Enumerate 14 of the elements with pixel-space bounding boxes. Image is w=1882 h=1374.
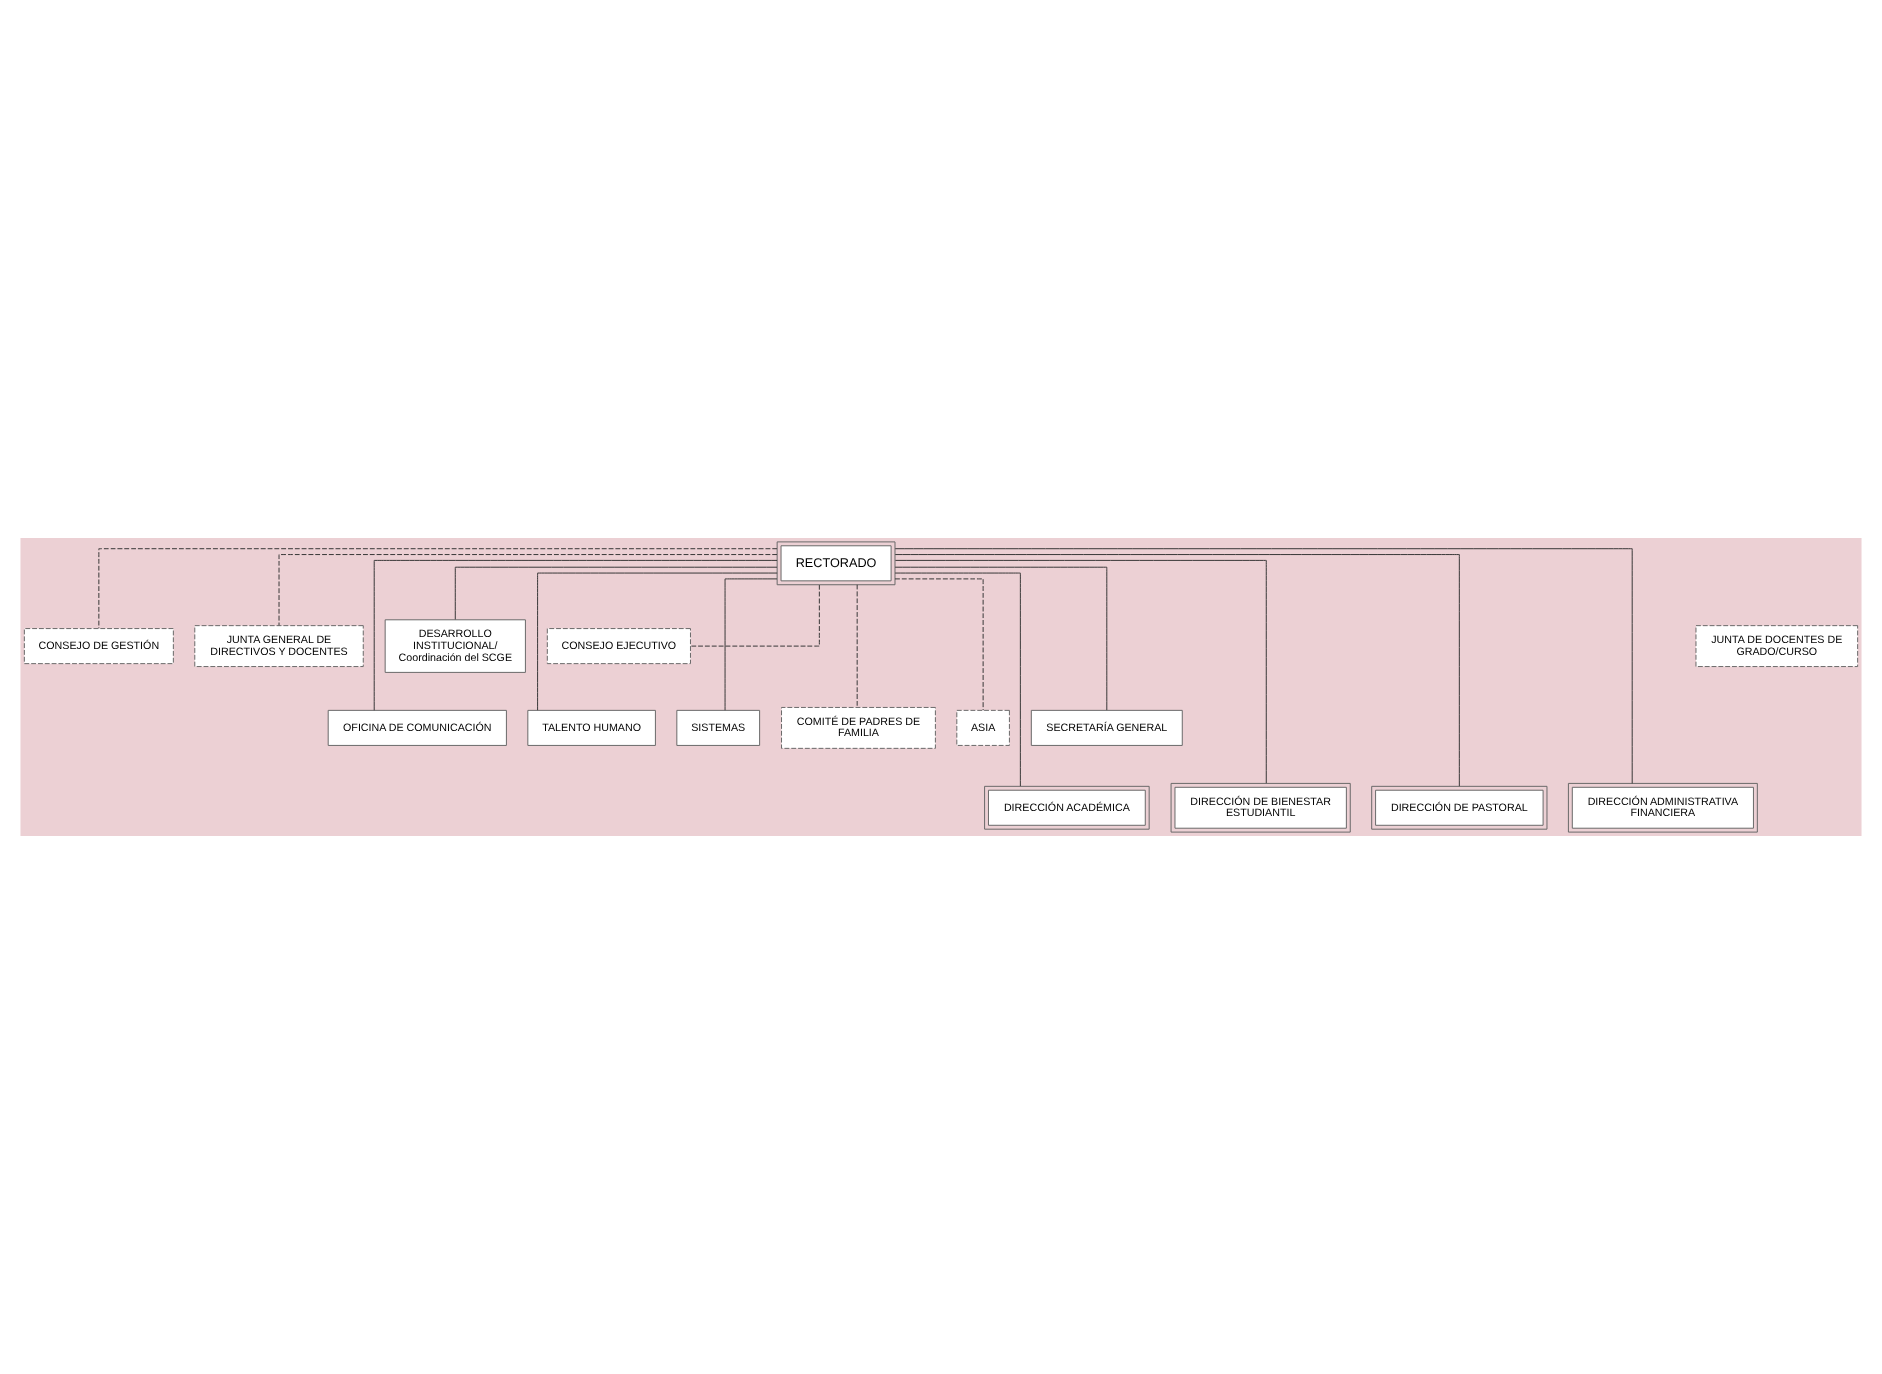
- connector: [454, 566, 778, 620]
- connector: [537, 572, 778, 711]
- connector: [373, 559, 778, 711]
- connector: [98, 548, 778, 629]
- connector: [894, 578, 984, 711]
- connector: [690, 584, 820, 647]
- connector: [278, 554, 778, 626]
- connector: [724, 578, 778, 711]
- connector: [894, 554, 1460, 787]
- connector: [894, 566, 1108, 711]
- connector: [894, 572, 1021, 787]
- connector: [894, 559, 1267, 784]
- connector: [856, 584, 858, 708]
- connector: [894, 548, 1633, 784]
